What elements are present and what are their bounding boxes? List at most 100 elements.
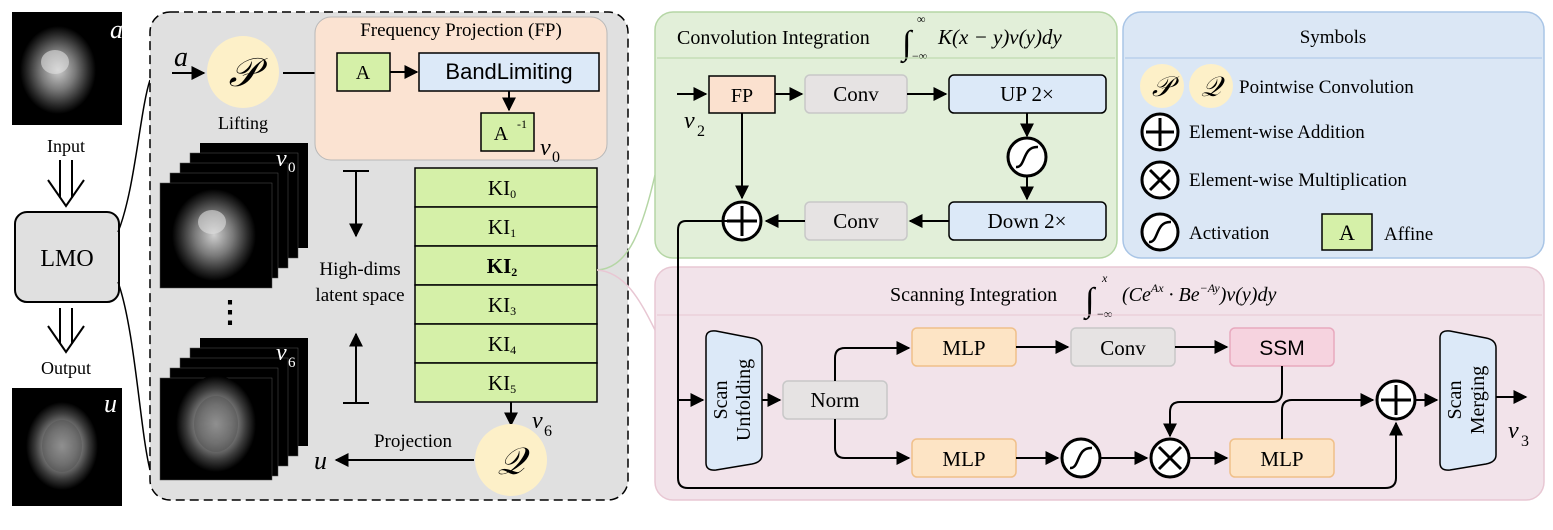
multiply-icon bbox=[1149, 437, 1191, 479]
v0-image-stack bbox=[159, 143, 308, 289]
ki-label: KI1 bbox=[488, 215, 516, 240]
input-brain-image bbox=[12, 12, 122, 125]
scan-panel-title: Scanning Integration bbox=[890, 284, 1057, 306]
inverse-affine-box bbox=[480, 112, 535, 152]
ssm-label: SSM bbox=[1259, 337, 1305, 360]
ki-label: KI0 bbox=[488, 176, 516, 201]
arrow-mlp-to-add bbox=[1281, 393, 1375, 439]
scan-merging-line1: Scan bbox=[1444, 381, 1466, 420]
activation-icon bbox=[1140, 212, 1180, 252]
conv-int-upper: ∞ bbox=[917, 12, 926, 26]
affine-symbol: A bbox=[1339, 220, 1355, 245]
lmo-connector-top bbox=[117, 79, 151, 233]
v3-label: v bbox=[1508, 418, 1519, 444]
p-symbol-circle bbox=[1140, 64, 1184, 108]
high-dims-line2: latent space bbox=[315, 285, 404, 306]
v0-fp-label: v bbox=[540, 135, 551, 161]
output-label: Output bbox=[41, 358, 91, 378]
multiplication-label: Element-wise Multiplication bbox=[1189, 170, 1407, 191]
v6-out-label: v bbox=[532, 408, 543, 434]
ki-to-conv-connector bbox=[596, 174, 656, 271]
conv-formula: K(x − y)v(y)dy bbox=[937, 25, 1062, 49]
ki-block bbox=[414, 284, 598, 325]
mlp-bottom-label: MLP bbox=[942, 447, 985, 471]
a-label: a bbox=[174, 42, 188, 73]
down-arrow-icon bbox=[47, 308, 85, 354]
conv-panel-title: Convolution Integration bbox=[677, 27, 870, 49]
down-sample-label: Down 2× bbox=[988, 209, 1067, 233]
bandlimiting-label: BandLimiting bbox=[445, 59, 572, 84]
ellipsis: ⋮ bbox=[215, 296, 245, 329]
v3-sub: 3 bbox=[1521, 433, 1529, 450]
q-symbol: 𝒬 bbox=[1201, 72, 1225, 103]
output-symbol: u bbox=[104, 389, 117, 418]
multiply-icon bbox=[1140, 160, 1180, 200]
projection-circle bbox=[475, 424, 547, 496]
activation-icon bbox=[1006, 136, 1048, 178]
activation-icon bbox=[1060, 437, 1102, 479]
activation-label: Activation bbox=[1189, 223, 1270, 244]
v0-image-label: v bbox=[276, 146, 287, 172]
output-brain-image bbox=[12, 388, 122, 506]
scan-conv-label: Conv bbox=[1100, 336, 1146, 360]
scan-integral-sign: ∫ bbox=[1083, 282, 1097, 321]
ki-block bbox=[414, 206, 598, 247]
ki-to-scan-connector bbox=[596, 269, 656, 331]
lmo-box bbox=[14, 211, 120, 303]
conv-box-1-label: Conv bbox=[833, 82, 879, 106]
ki-block bbox=[414, 362, 598, 403]
conv-integral-sign: ∫ bbox=[900, 25, 914, 64]
affine-desc: Affine bbox=[1384, 224, 1433, 245]
lmo-label: LMO bbox=[40, 246, 93, 272]
arrow-norm-to-mlp-top bbox=[834, 341, 911, 381]
addition-label: Element-wise Addition bbox=[1189, 122, 1365, 143]
ki-block bbox=[414, 245, 598, 286]
pointwise-label: Pointwise Convolution bbox=[1239, 77, 1414, 98]
u-label: u bbox=[314, 446, 327, 475]
affine-label: A bbox=[356, 62, 371, 84]
conv-int-lower: −∞ bbox=[912, 49, 927, 63]
lifting-label: Lifting bbox=[218, 113, 268, 133]
affine-box bbox=[336, 52, 391, 92]
scan-unfolding-line2: Unfolding bbox=[733, 359, 755, 441]
scan-merging-line2: Merging bbox=[1467, 366, 1489, 435]
arrow-ssm-to-multiply bbox=[1163, 366, 1283, 438]
up-sample-label: UP 2× bbox=[1000, 82, 1054, 106]
inverse-label: A bbox=[494, 123, 509, 145]
scan-unfolding-block bbox=[705, 330, 763, 471]
scan-int-upper: x bbox=[1101, 271, 1108, 285]
ki-label: KI4 bbox=[488, 332, 516, 357]
mlp-top-label: MLP bbox=[942, 336, 985, 360]
bandlimiting-box bbox=[418, 52, 600, 92]
scan-int-lower: −∞ bbox=[1097, 307, 1112, 321]
affine-symbol-box bbox=[1321, 213, 1373, 251]
ki-label: KI3 bbox=[488, 293, 516, 318]
add-icon bbox=[1140, 112, 1180, 152]
v6-image-label: v bbox=[276, 340, 287, 366]
lmo-connector-bottom bbox=[117, 281, 151, 471]
arrow-norm-to-mlp-bottom bbox=[834, 419, 911, 465]
ki-block bbox=[414, 167, 598, 208]
inverse-sup: -1 bbox=[517, 117, 527, 131]
down-arrow-icon bbox=[47, 160, 85, 208]
add-icon bbox=[1375, 379, 1417, 421]
v6-out-sub: 6 bbox=[544, 423, 552, 440]
lifting-circle bbox=[207, 36, 279, 108]
v0-image-sub: 0 bbox=[288, 160, 296, 176]
fp-box-label: FP bbox=[731, 85, 753, 107]
conv-box-2-label: Conv bbox=[833, 209, 879, 233]
v0-fp-sub: 0 bbox=[552, 149, 560, 166]
projection-label: Projection bbox=[374, 431, 453, 452]
symbols-title: Symbols bbox=[1300, 27, 1367, 48]
scan-merging-block bbox=[1439, 330, 1497, 471]
high-dims-indicator bbox=[343, 170, 369, 404]
input-symbol: a bbox=[110, 15, 123, 44]
mlp-right-label: MLP bbox=[1260, 447, 1303, 471]
v6-image-stack bbox=[159, 338, 308, 481]
q-symbol-circle bbox=[1189, 64, 1233, 108]
high-dims-line1: High-dims bbox=[319, 259, 400, 280]
fp-box bbox=[708, 75, 776, 114]
v2-label: v bbox=[684, 108, 695, 134]
scan-formula: (CeAx · Be−Ay)v(y)dy bbox=[1122, 281, 1276, 306]
